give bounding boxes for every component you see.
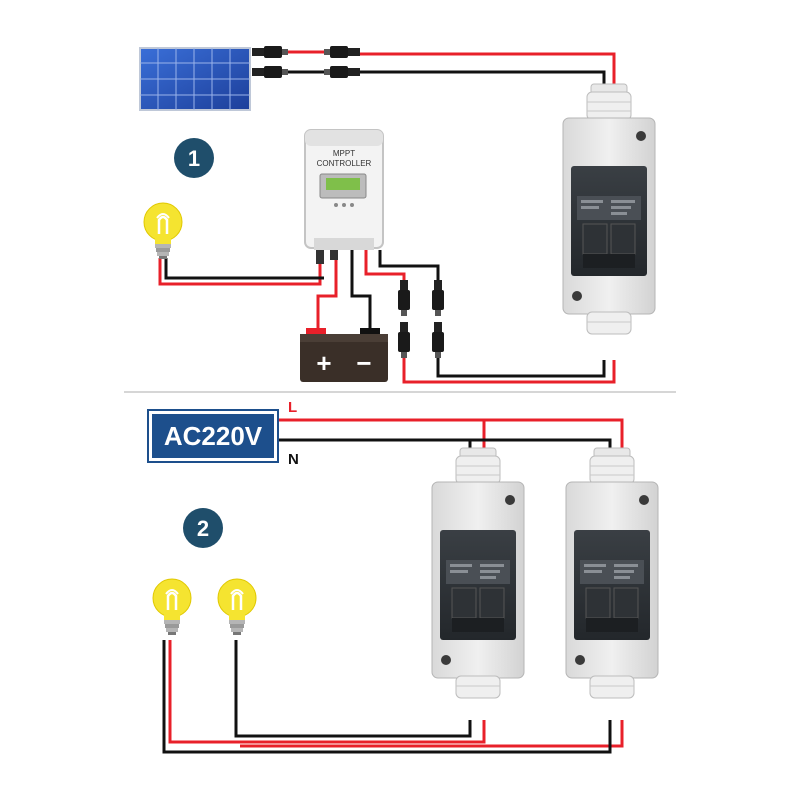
section-1-wires (158, 52, 616, 384)
mc4-connector-pair (398, 280, 444, 358)
lightbulb-icon (151, 577, 193, 637)
dc-isolator-switch-icon (562, 83, 656, 335)
dc-isolator-switch-icon (565, 447, 659, 699)
section-2: AC220V L N 2 (147, 399, 659, 754)
battery-plus-label: + (316, 348, 331, 378)
step-badge-2: 2 (183, 508, 223, 548)
source-label: AC220V (164, 421, 263, 451)
lightbulb-icon (216, 577, 258, 637)
section-2-wires (162, 418, 624, 754)
step-number-2: 2 (197, 516, 209, 541)
solar-panel-icon (139, 47, 251, 111)
dc-isolator-switch-icon (431, 447, 525, 699)
battery-icon: + − (300, 328, 388, 382)
ac-source-box: AC220V (147, 409, 279, 463)
mppt-controller-icon: MPPT CONTROLLER (304, 129, 384, 264)
neutral-label: N (288, 451, 299, 468)
section-1: 1 MPPT CONTROLLER + − (139, 46, 656, 384)
live-label: L (288, 399, 297, 416)
lightbulb-icon (142, 201, 184, 261)
controller-label-line2: CONTROLLER (317, 159, 372, 168)
step-number-1: 1 (188, 146, 200, 171)
step-badge-1: 1 (174, 138, 214, 178)
battery-minus-label: − (356, 348, 371, 378)
mc4-connector-icon (252, 46, 360, 78)
controller-label-line1: MPPT (333, 149, 355, 158)
